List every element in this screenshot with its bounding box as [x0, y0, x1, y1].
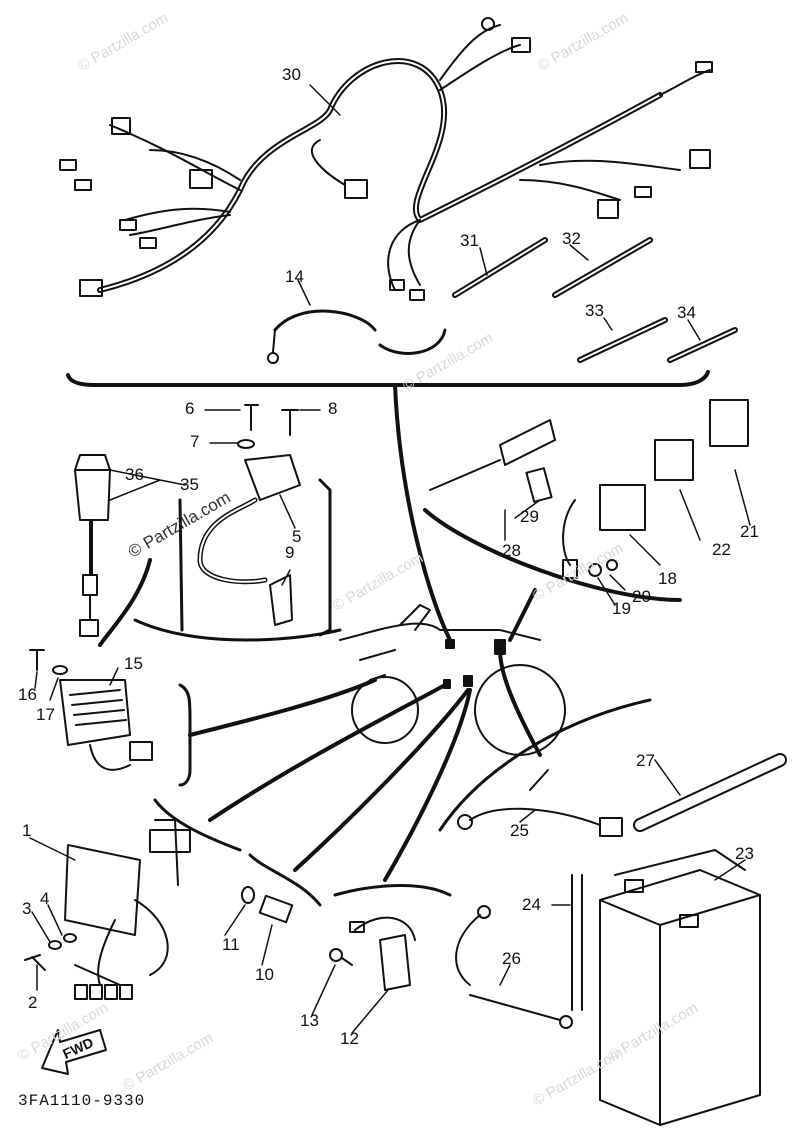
callout-5: 5 — [292, 527, 302, 546]
callout-10: 10 — [255, 965, 274, 984]
callout-6: 6 — [185, 399, 195, 418]
callout-24: 24 — [522, 895, 541, 914]
callout-9: 9 — [285, 543, 295, 562]
breather-hose-24 — [571, 874, 583, 1011]
callout-25: 25 — [510, 821, 529, 840]
callout-36: 36 — [125, 465, 144, 484]
callout-27: 27 — [636, 751, 655, 770]
wire-harness-30 — [59, 17, 713, 301]
callout-8: 8 — [328, 399, 338, 418]
callout-35: 35 — [180, 475, 199, 494]
battery-lead-25 — [457, 769, 623, 837]
callout-3: 3 — [22, 899, 32, 918]
callout-19: 19 — [612, 599, 631, 618]
callout-28: 28 — [502, 541, 521, 560]
callout-11: 11 — [222, 935, 240, 954]
callout-32: 32 — [562, 229, 581, 248]
diagram-part-code: 3FA1110-9330 — [18, 1092, 146, 1110]
callout-20: 20 — [632, 587, 651, 606]
main-switch-35 — [74, 454, 152, 647]
cable-ties — [452, 237, 738, 363]
callout-17: 17 — [36, 705, 55, 724]
relay-cluster — [423, 399, 749, 642]
callout-4: 4 — [40, 889, 50, 908]
group-brackets — [153, 683, 652, 907]
callout-12: 12 — [340, 1029, 359, 1048]
callout-23: 23 — [735, 844, 754, 863]
neutral-switch-10 — [241, 886, 294, 924]
callout-15: 15 — [124, 654, 143, 673]
callout-30: 30 — [282, 65, 301, 84]
center-divider — [393, 383, 452, 642]
callout-16: 16 — [18, 685, 37, 704]
group-bracket-top — [66, 370, 710, 387]
callout-33: 33 — [585, 301, 604, 320]
callout-2: 2 — [28, 993, 38, 1012]
battery-23 — [599, 849, 761, 1126]
callout-21: 21 — [740, 522, 759, 541]
battery-band-27 — [633, 753, 787, 832]
callout-34: 34 — [677, 303, 696, 322]
switch-12 — [329, 916, 416, 991]
callout-29: 29 — [520, 507, 539, 526]
group-leader-lines — [188, 648, 542, 882]
fwd-arrow-icon — [41, 1029, 107, 1075]
callout-31: 31 — [460, 231, 479, 250]
callout-1: 1 — [22, 821, 32, 840]
callout-13: 13 — [300, 1011, 319, 1030]
ignition-coil-5 — [133, 404, 342, 642]
rectifier-15 — [29, 649, 153, 771]
callout-14: 14 — [285, 267, 304, 286]
callout-7: 7 — [190, 432, 200, 451]
callout-26: 26 — [502, 949, 521, 968]
lead-wire-14 — [267, 309, 447, 364]
callout-22: 22 — [712, 540, 731, 559]
cdi-unit-1 — [24, 819, 191, 1000]
callout-18: 18 — [658, 569, 677, 588]
battery-lead-26 — [455, 905, 573, 1029]
callout-leaders — [29, 84, 751, 1034]
